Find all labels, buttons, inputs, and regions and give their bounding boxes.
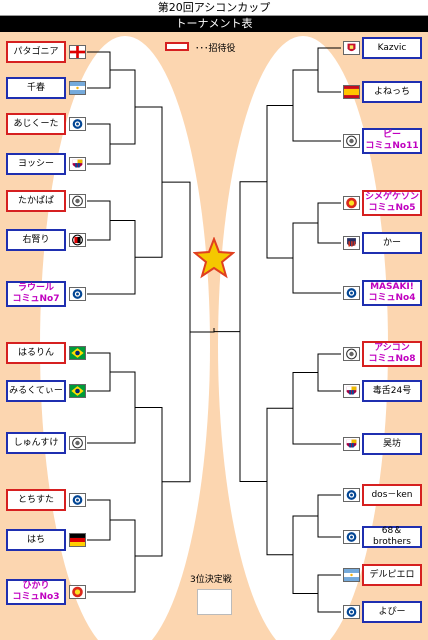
bracket-line [317, 47, 341, 93]
manutd-crest-icon [69, 585, 86, 599]
bracket-line [87, 123, 111, 165]
england-flag-icon [69, 45, 86, 59]
left-player-12: はち [6, 529, 66, 551]
barcelona-crest-icon [343, 437, 360, 451]
chelsea-crest-icon [69, 287, 86, 301]
argentina-flag-icon [69, 81, 86, 95]
right-player-9: 昊坊 [362, 433, 422, 455]
chelsea-crest-icon [343, 605, 360, 619]
barcelona-crest-icon [69, 157, 86, 171]
bracket-line [87, 200, 111, 241]
left-player-5: たかぱぱ [6, 190, 66, 212]
left-player-8: はるりん [6, 342, 66, 364]
chelsea-crest-icon [69, 117, 86, 131]
third-place-box [197, 589, 232, 615]
page-title: 第20回アシコンカップ [0, 0, 428, 16]
left-player-3: あじくーた [6, 113, 66, 135]
chelsea-crest-icon [343, 530, 360, 544]
barcelona-crest-icon [343, 384, 360, 398]
right-player-12: デルピエロ [362, 564, 422, 586]
third-place-label: 3位決定戦 [190, 575, 232, 585]
feyenoord-crest-icon [69, 233, 86, 247]
left-oval [40, 36, 210, 640]
club-crest-icon [343, 134, 360, 148]
club-crest-icon [343, 347, 360, 361]
bracket-line [317, 353, 341, 392]
bracket-line [317, 574, 341, 613]
chelsea-crest-icon [343, 488, 360, 502]
right-player-4: シメゲケソン コミュNo5 [362, 190, 422, 216]
bracket-line [87, 352, 111, 392]
bracket-line [292, 69, 318, 142]
right-player-7: アシコン コミュNo8 [362, 341, 422, 367]
right-player-6: MASAKI! コミュNo4 [362, 280, 422, 306]
chelsea-crest-icon [343, 286, 360, 300]
right-player-8: 毒舌24号 [362, 380, 422, 402]
atletico-crest-icon [343, 236, 360, 250]
bracket-line [292, 515, 318, 594]
right-player-1: Kazvic [362, 37, 422, 59]
right-player-13: よぴー [362, 601, 422, 623]
right-player-11: 68＆ brothers [362, 526, 422, 548]
bracket-line [292, 222, 318, 294]
argentina-flag-icon [343, 568, 360, 582]
right-player-2: よねっち [362, 81, 422, 103]
bracket-line [87, 499, 111, 541]
bracket-line [266, 407, 293, 556]
germany-flag-icon [69, 533, 86, 547]
brazil-flag-icon [69, 346, 86, 360]
bracket-line [317, 202, 341, 244]
left-player-7: ラウール コミュNo7 [6, 281, 66, 307]
bracket-line [239, 181, 267, 482]
brazil-flag-icon [69, 384, 86, 398]
bracket-line [110, 519, 136, 593]
right-player-10: dos－ken [362, 484, 422, 506]
spain-flag-icon [343, 85, 360, 99]
left-player-1: パタゴニア [6, 41, 66, 63]
left-player-11: とちすた [6, 489, 66, 511]
bracket-line [135, 407, 163, 557]
club-crest-icon [69, 436, 86, 450]
bracket-line [266, 105, 293, 259]
bracket-line [162, 181, 191, 483]
legend-text: ･･･招待役 [195, 44, 236, 54]
chelsea-crest-icon [69, 493, 86, 507]
bracket-line [110, 69, 136, 145]
manutd-crest-icon [343, 196, 360, 210]
bracket-line [87, 51, 111, 89]
bracket-line [135, 106, 163, 258]
bracket-line [110, 371, 136, 444]
legend-swatch [165, 42, 189, 51]
bracket-line [190, 327, 215, 333]
left-player-4: ヨッシー [6, 153, 66, 175]
bracket-line [292, 372, 318, 445]
left-player-13: ひかり コミュNo3 [6, 579, 66, 605]
left-player-6: 右腎り [6, 229, 66, 251]
star-icon [193, 237, 235, 279]
liverpool-crest-icon [343, 41, 360, 55]
left-player-9: みるくてぃー [6, 380, 66, 402]
left-player-10: しゅんすけ [6, 432, 66, 454]
tournament-subtitle: トーナメント表 [0, 16, 428, 32]
bracket-line [110, 220, 136, 295]
right-player-3: ピー コミュNo11 [362, 128, 422, 154]
right-player-5: かー [362, 232, 422, 254]
left-player-2: 千春 [6, 77, 66, 99]
bracket-line [317, 494, 341, 538]
club-crest-icon [69, 194, 86, 208]
